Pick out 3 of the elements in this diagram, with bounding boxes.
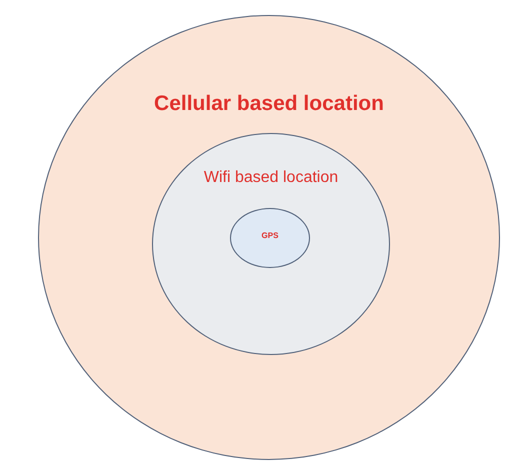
circle-label: Cellular based location xyxy=(153,92,385,116)
circle-label: Wifi based location xyxy=(202,169,340,187)
circle-label: GPS xyxy=(260,231,280,240)
